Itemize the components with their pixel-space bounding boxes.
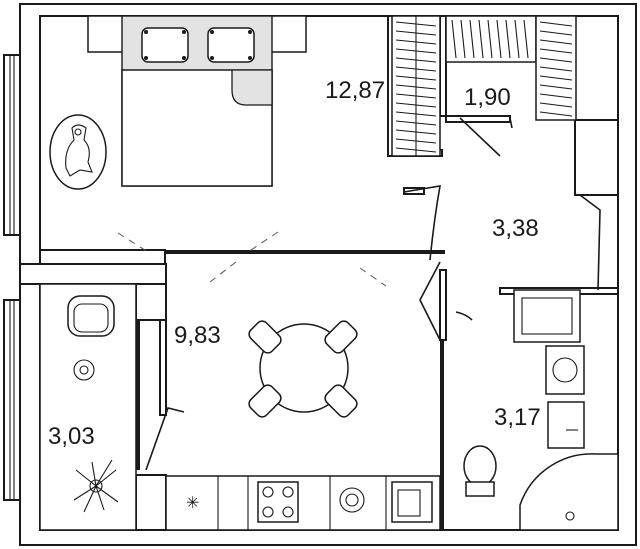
stove — [257, 481, 299, 523]
armchair — [67, 295, 115, 337]
hanger-slat — [539, 39, 573, 45]
hanger-slat — [395, 120, 437, 126]
hanger-slat — [395, 138, 437, 144]
cabinet — [513, 289, 581, 343]
hanger-slat — [395, 66, 437, 72]
hanger-slat — [514, 19, 520, 59]
hanger-slat — [523, 19, 529, 59]
nightstand-right — [269, 15, 307, 53]
hanger-slat — [539, 93, 573, 99]
hanger-slat — [539, 102, 573, 108]
toilet — [463, 445, 497, 497]
area-label-balcony: 3,03 — [48, 423, 95, 450]
hanger-slat — [539, 48, 573, 54]
hanger-slat — [505, 19, 511, 59]
kitchen-sink — [391, 481, 433, 523]
hanger-slat — [539, 21, 573, 27]
plant-icon — [73, 459, 119, 513]
bathroom — [463, 289, 619, 531]
hanger-slat — [487, 19, 493, 59]
balcony — [39, 283, 185, 531]
nightstand-left — [87, 15, 125, 53]
window-balcony — [3, 299, 21, 501]
window-bedroom — [3, 54, 21, 236]
area-label-hallway: 3,38 — [492, 215, 539, 242]
hanger-slat — [395, 75, 437, 81]
room-labels: 12,87 1,90 3,38 9,83 3,03 3,17 — [48, 77, 541, 450]
hanger-slat — [539, 57, 573, 63]
hanger-slat — [539, 30, 573, 36]
hallway — [403, 185, 601, 341]
hanger-slat — [395, 21, 437, 27]
pillow-right — [207, 27, 255, 63]
dining-table — [248, 320, 358, 418]
area-label-bathroom: 3,17 — [494, 404, 541, 431]
hanger-slat — [395, 39, 437, 45]
bedroom — [49, 15, 441, 253]
hanger-slat — [395, 93, 437, 99]
washing-machine — [339, 487, 365, 513]
hanger-slat — [539, 75, 573, 81]
hanger-slat — [496, 19, 502, 59]
hanger-slat — [539, 66, 573, 72]
hanger-slat — [539, 84, 573, 90]
bedroom-wardrobe — [391, 15, 441, 157]
hanger-slat — [395, 111, 437, 117]
area-label-wardrobe: 1,90 — [464, 84, 511, 111]
hanger-slat — [395, 84, 437, 90]
kitchen-living: ✳ — [165, 261, 441, 531]
hanger-slat — [395, 48, 437, 54]
shower — [519, 453, 619, 531]
hanger-slat — [478, 19, 484, 59]
hanger-slat — [395, 30, 437, 36]
interior-walls — [19, 15, 619, 531]
hanger-slat — [395, 102, 437, 108]
hanger-slat — [451, 19, 457, 59]
double-bed — [121, 15, 273, 187]
hanger-slat — [395, 129, 437, 135]
area-label-kitchen-living: 9,83 — [174, 322, 221, 349]
walk-in-wardrobe — [445, 15, 577, 157]
hanger-slat — [395, 57, 437, 63]
hanger-slat — [469, 19, 475, 59]
svg-text:✳: ✳ — [186, 495, 199, 512]
pillow-left — [141, 27, 189, 63]
hanger-slat — [460, 19, 466, 59]
bath-washer — [545, 345, 585, 395]
area-label-bedroom: 12,87 — [325, 77, 385, 104]
hanger-slat — [395, 147, 437, 153]
dog-rug — [49, 114, 107, 190]
hanger-slat — [539, 111, 573, 117]
kitchen-counter: ✳ — [165, 475, 441, 531]
bathroom-sink — [547, 401, 585, 449]
side-table — [73, 359, 95, 381]
